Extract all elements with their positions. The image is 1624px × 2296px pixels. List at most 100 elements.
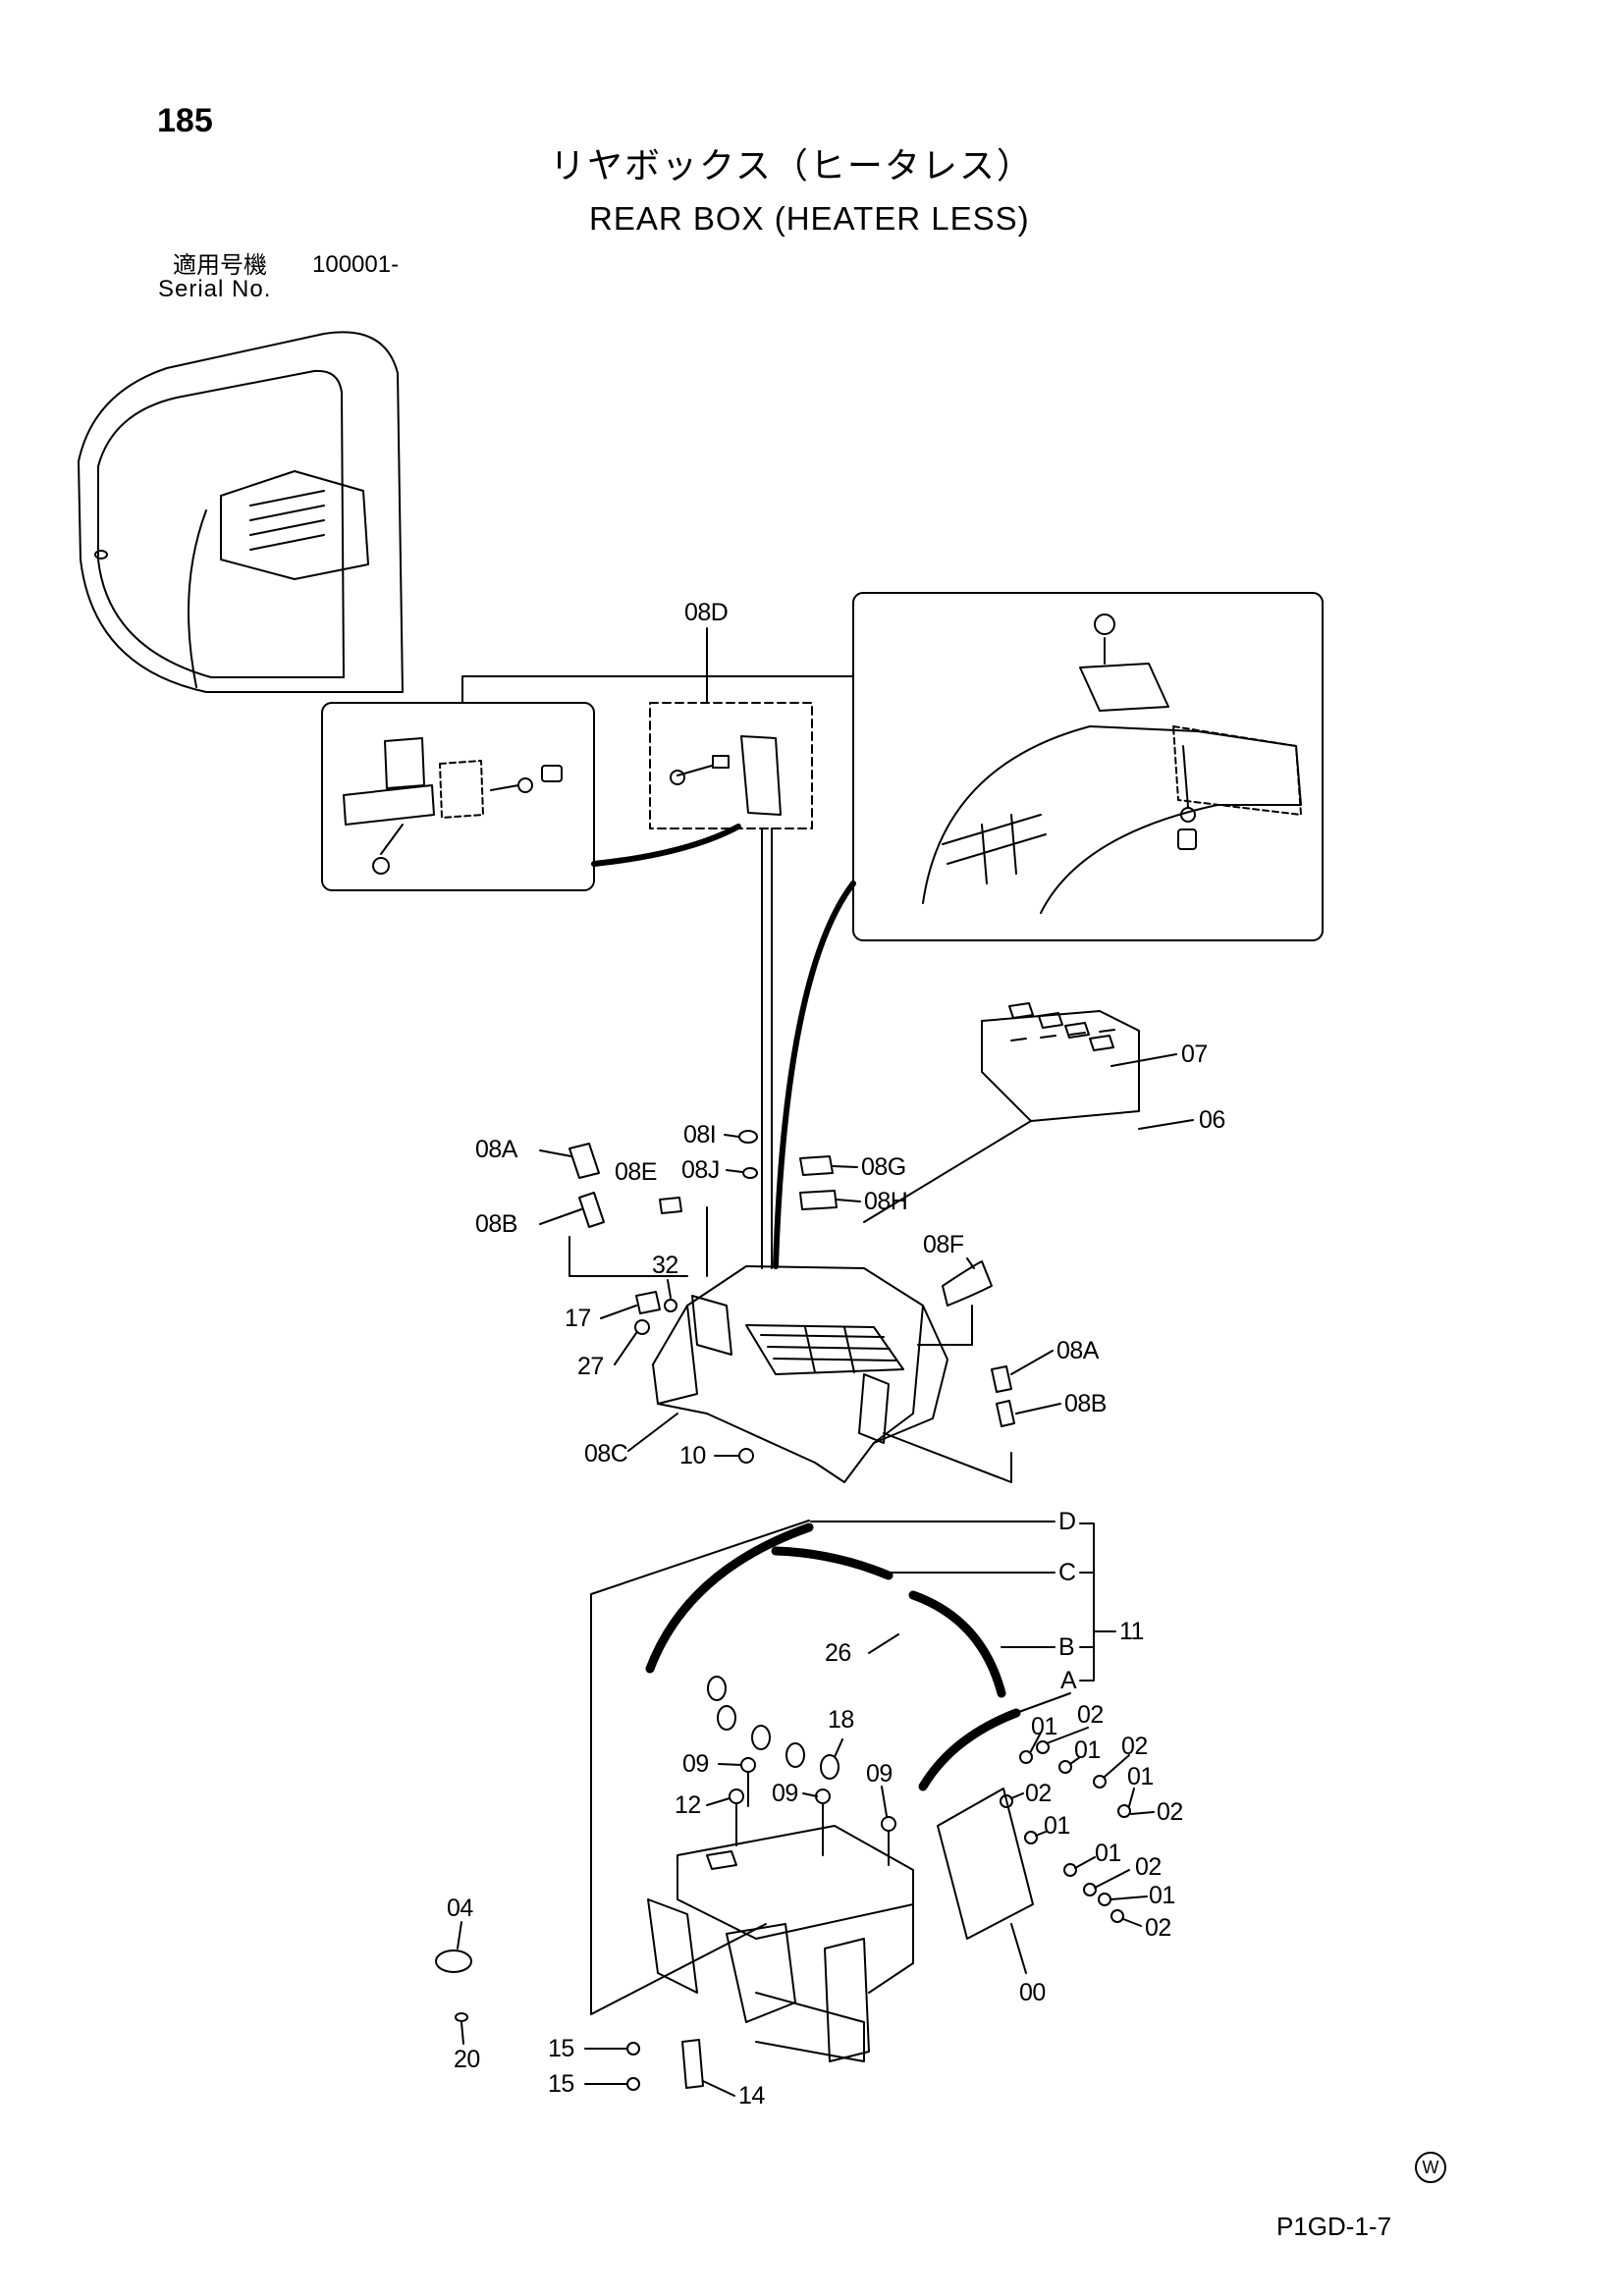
callout-02: 02 [1025, 1780, 1052, 1807]
plate-outline [937, 1788, 1034, 1940]
clip-18-e [820, 1754, 839, 1780]
callout-01: 01 [1044, 1812, 1070, 1840]
leader-07 [1110, 1053, 1177, 1067]
callout-10: 10 [679, 1442, 706, 1469]
callout-09: 09 [682, 1750, 709, 1778]
callout-01: 01 [1095, 1840, 1121, 1867]
leader-06 [1138, 1119, 1194, 1130]
callout-08F: 08F [923, 1231, 964, 1258]
bolt-01-a [1019, 1750, 1033, 1764]
inset-leader [1104, 637, 1189, 808]
bracket-14 [681, 2039, 704, 2089]
callout-02: 02 [1077, 1701, 1104, 1729]
rear-box-floor [745, 1324, 904, 1375]
leader-27 [614, 1332, 637, 1365]
serial-label-english: Serial No. [158, 276, 272, 302]
bracket-plate [1079, 663, 1169, 712]
cover-06 [863, 1002, 1140, 1223]
callout-15: 15 [548, 2070, 574, 2098]
rear-box-bracket-right [858, 1373, 890, 1444]
callout-02: 02 [1121, 1733, 1148, 1760]
rear-box-right-wall [873, 1305, 924, 1444]
bolt [541, 765, 563, 782]
cab-outline [78, 331, 404, 693]
bolt-09-a [740, 1757, 756, 1773]
inset-frame [852, 592, 1324, 941]
callout-07: 07 [1181, 1041, 1208, 1068]
pad-08G [799, 1155, 834, 1176]
callout-08D: 08D [684, 599, 729, 626]
plug-08I [738, 1130, 758, 1144]
bracket-plate-b [439, 760, 484, 819]
leader-04 [457, 1921, 462, 1949]
callout-15: 15 [548, 2035, 574, 2062]
callout-08E: 08E [615, 1158, 657, 1186]
rear-box-left-wall [657, 1305, 698, 1405]
bolt-12 [729, 1789, 744, 1804]
callout-02: 02 [1145, 1914, 1171, 1942]
leader-08B-left [539, 1208, 582, 1225]
rear-box-bracket-left [691, 1295, 732, 1356]
seal-A [918, 1708, 1021, 1791]
clip-18-d [785, 1742, 805, 1768]
bolt-09-b [815, 1789, 831, 1804]
page-number: 185 [157, 102, 213, 139]
callout-08B-right: 08B [1064, 1390, 1107, 1417]
bolt-15-a [626, 2042, 640, 2056]
callout-C: C [1058, 1559, 1076, 1586]
leader-09-a [718, 1763, 742, 1766]
bolt-01-c [1117, 1804, 1131, 1818]
rear-box-sketch [922, 725, 1302, 914]
leader-12 [706, 1797, 731, 1806]
callout-20: 20 [454, 2046, 480, 2073]
callout-B: B [1058, 1633, 1075, 1661]
cab-rear-box-sketch [220, 470, 369, 580]
callout-09: 09 [772, 1780, 798, 1807]
pad-08H [799, 1190, 838, 1210]
leader-08B-right [1015, 1403, 1061, 1415]
callout-08A-left: 08A [475, 1136, 517, 1163]
callout-02: 02 [1157, 1798, 1183, 1826]
clip-08A-right [991, 1365, 1012, 1393]
cover-slots [1010, 1029, 1115, 1041]
clip-washer [712, 755, 730, 769]
bolt-02-d [1083, 1883, 1097, 1896]
cab-overview [78, 331, 404, 693]
callout-02: 02 [1135, 1853, 1162, 1881]
leader-A [1015, 1692, 1071, 1714]
nut [372, 857, 390, 875]
cap-27 [634, 1319, 650, 1335]
frame-hole [706, 1850, 737, 1870]
bracket-plate-a [384, 737, 425, 789]
leader-18 [834, 1738, 843, 1758]
callout-08J: 08J [681, 1156, 720, 1184]
callout-00: 00 [1019, 1979, 1046, 2006]
clip-08B-right [996, 1400, 1015, 1427]
inset-leader [380, 784, 519, 855]
title-japanese: リヤボックス（ヒータレス） [550, 146, 1034, 187]
callout-26: 26 [825, 1639, 851, 1667]
washer [517, 777, 533, 793]
bolt-02-b [1093, 1775, 1107, 1789]
inset-frame [321, 702, 595, 891]
rear-box-grille [942, 814, 1047, 884]
callout-12: 12 [675, 1791, 701, 1819]
callout-A: A [1060, 1667, 1077, 1694]
seal-D [645, 1522, 814, 1674]
rear-box-main [652, 1265, 948, 1483]
connector-lines [461, 627, 856, 1269]
serial-label-japanese: 適用号機 [173, 251, 267, 279]
bottom-frame [647, 1825, 914, 2062]
bracket-plate-c [343, 784, 435, 826]
callout-08G: 08G [861, 1153, 906, 1181]
clip-part [740, 735, 782, 816]
callout-01: 01 [1127, 1763, 1154, 1790]
leader-08A-left [539, 1149, 572, 1157]
bolt-15-b [626, 2077, 640, 2091]
bolt-02-e [1110, 1909, 1124, 1923]
leader-lines-upper [539, 1053, 1194, 1483]
callout-08H: 08H [864, 1188, 908, 1215]
leader-08H [836, 1199, 861, 1202]
